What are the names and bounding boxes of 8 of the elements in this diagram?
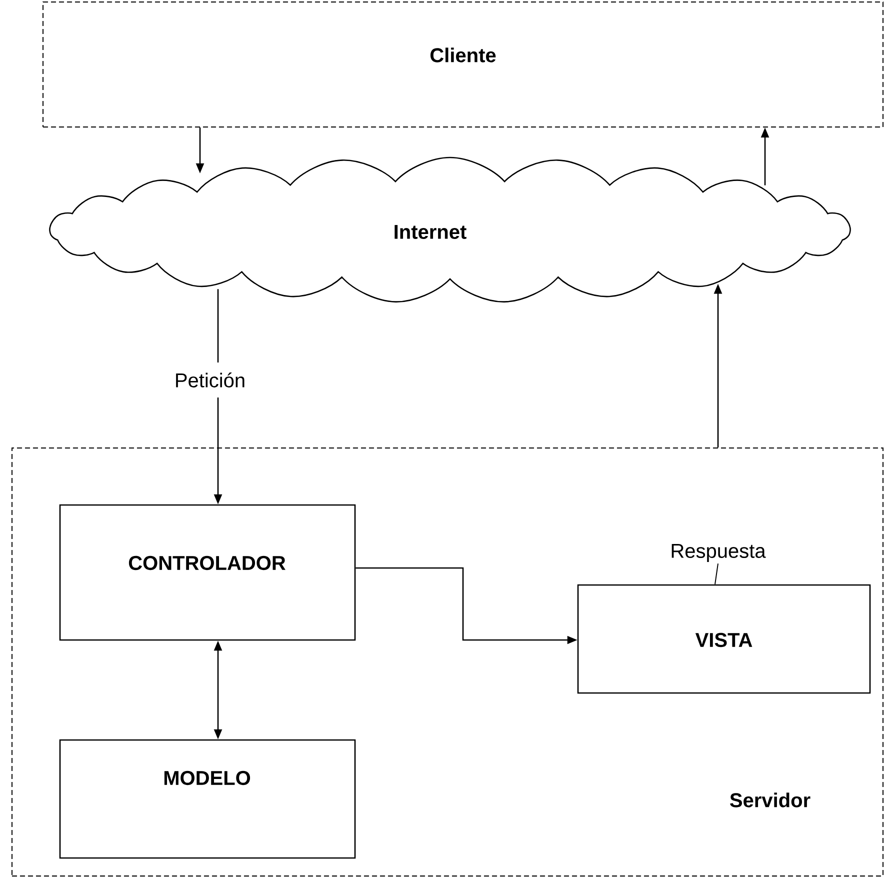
component-box: CONTROLADOR [59, 504, 356, 641]
component-box: VISTA [577, 584, 871, 694]
dashed-region: Cliente [42, 2, 884, 128]
leader-line [714, 563, 718, 585]
component-box: MODELO [59, 739, 356, 859]
bare-text: Respuesta [672, 544, 766, 562]
edge-label: Petición [171, 362, 249, 398]
internet-cloud: Internet [49, 156, 851, 302]
